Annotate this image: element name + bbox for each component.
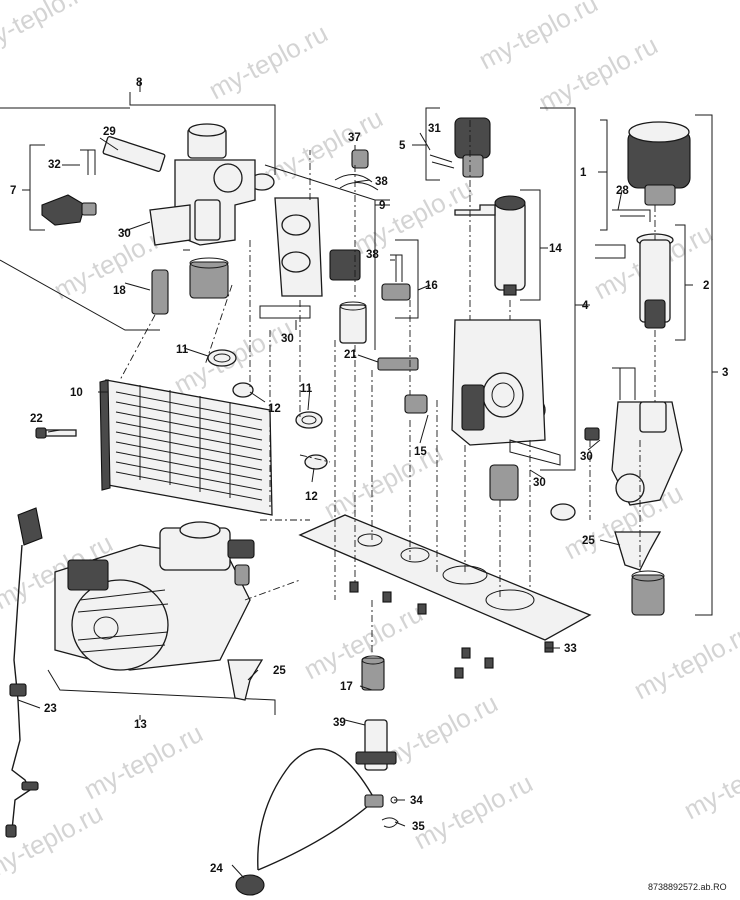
callout-28: 28: [616, 185, 629, 197]
watermark: my-teplo.ru: [409, 768, 538, 856]
return-hydraulic-block: [80, 123, 256, 315]
callout-3: 3: [722, 367, 728, 379]
watermark: my-teplo.ru: [534, 30, 663, 118]
callout-32: 32: [48, 159, 61, 171]
callout-38b: 38: [366, 249, 379, 261]
callout-30a: 30: [118, 228, 131, 240]
callout-30b: 30: [281, 333, 294, 345]
watermark: my-teplo.ru: [349, 173, 478, 261]
callout-21: 21: [344, 349, 357, 361]
safety-valve: [41, 194, 97, 226]
callout-24: 24: [210, 863, 223, 875]
reference-code: 8738892572.ab.RO: [648, 882, 727, 892]
callout-30c: 30: [533, 477, 546, 489]
callout-7: 7: [10, 185, 16, 197]
callout-35: 35: [412, 821, 425, 833]
plate-heat-exchanger: [99, 379, 273, 516]
callout-33: 33: [564, 643, 577, 655]
callout-17: 17: [340, 681, 353, 693]
diverter-valve-assembly: [377, 117, 561, 501]
watermark: my-teplo.ru: [629, 618, 740, 706]
callout-12b: 12: [305, 491, 318, 503]
three-way-valve-group: [584, 121, 691, 616]
callout-39: 39: [333, 717, 346, 729]
pump-cable: [5, 507, 43, 838]
callout-37: 37: [348, 132, 361, 144]
callout-38a: 38: [375, 176, 388, 188]
callout-labels: 1 2 3 4 5 7 8 9 10 11 11 12 12 13 14 15 …: [10, 77, 728, 875]
callout-1: 1: [580, 167, 587, 179]
circulation-pump: [54, 521, 264, 701]
callout-8: 8: [136, 77, 143, 89]
callout-10: 10: [70, 387, 83, 399]
watermark: my-teplo.ru: [679, 738, 740, 826]
callout-14: 14: [549, 243, 562, 255]
callout-25b: 25: [273, 665, 286, 677]
callout-11a: 11: [176, 344, 189, 356]
assembly-frames: [0, 92, 713, 715]
cold-water-block: [259, 149, 411, 344]
watermark: my-teplo.ru: [319, 438, 448, 526]
callout-16: 16: [425, 280, 438, 292]
callout-13: 13: [134, 719, 147, 731]
callout-9: 9: [379, 200, 385, 212]
callout-5: 5: [399, 140, 406, 152]
callout-34: 34: [410, 795, 423, 807]
callout-30d: 30: [580, 451, 593, 463]
mounting-plate: [298, 514, 592, 679]
watermark: my-teplo.ru: [259, 103, 388, 191]
callout-15: 15: [414, 446, 427, 458]
callout-31: 31: [428, 123, 441, 135]
callout-2: 2: [703, 280, 709, 292]
leader-lines: [17, 80, 718, 879]
watermark: my-teplo.ru: [0, 0, 98, 60]
temperature-sensor: [235, 655, 399, 896]
watermark: my-teplo.ru: [204, 18, 333, 106]
callout-4: 4: [582, 300, 589, 312]
callout-11b: 11: [300, 383, 313, 395]
screw: [35, 427, 77, 439]
callout-25a: 25: [582, 535, 595, 547]
watermark: my-teplo.ru: [0, 798, 108, 886]
callout-23: 23: [44, 703, 57, 715]
callout-29: 29: [103, 126, 116, 138]
callout-22: 22: [30, 413, 43, 425]
callout-18: 18: [113, 285, 126, 297]
callout-12a: 12: [268, 403, 281, 415]
alignment-lines: [119, 120, 656, 655]
